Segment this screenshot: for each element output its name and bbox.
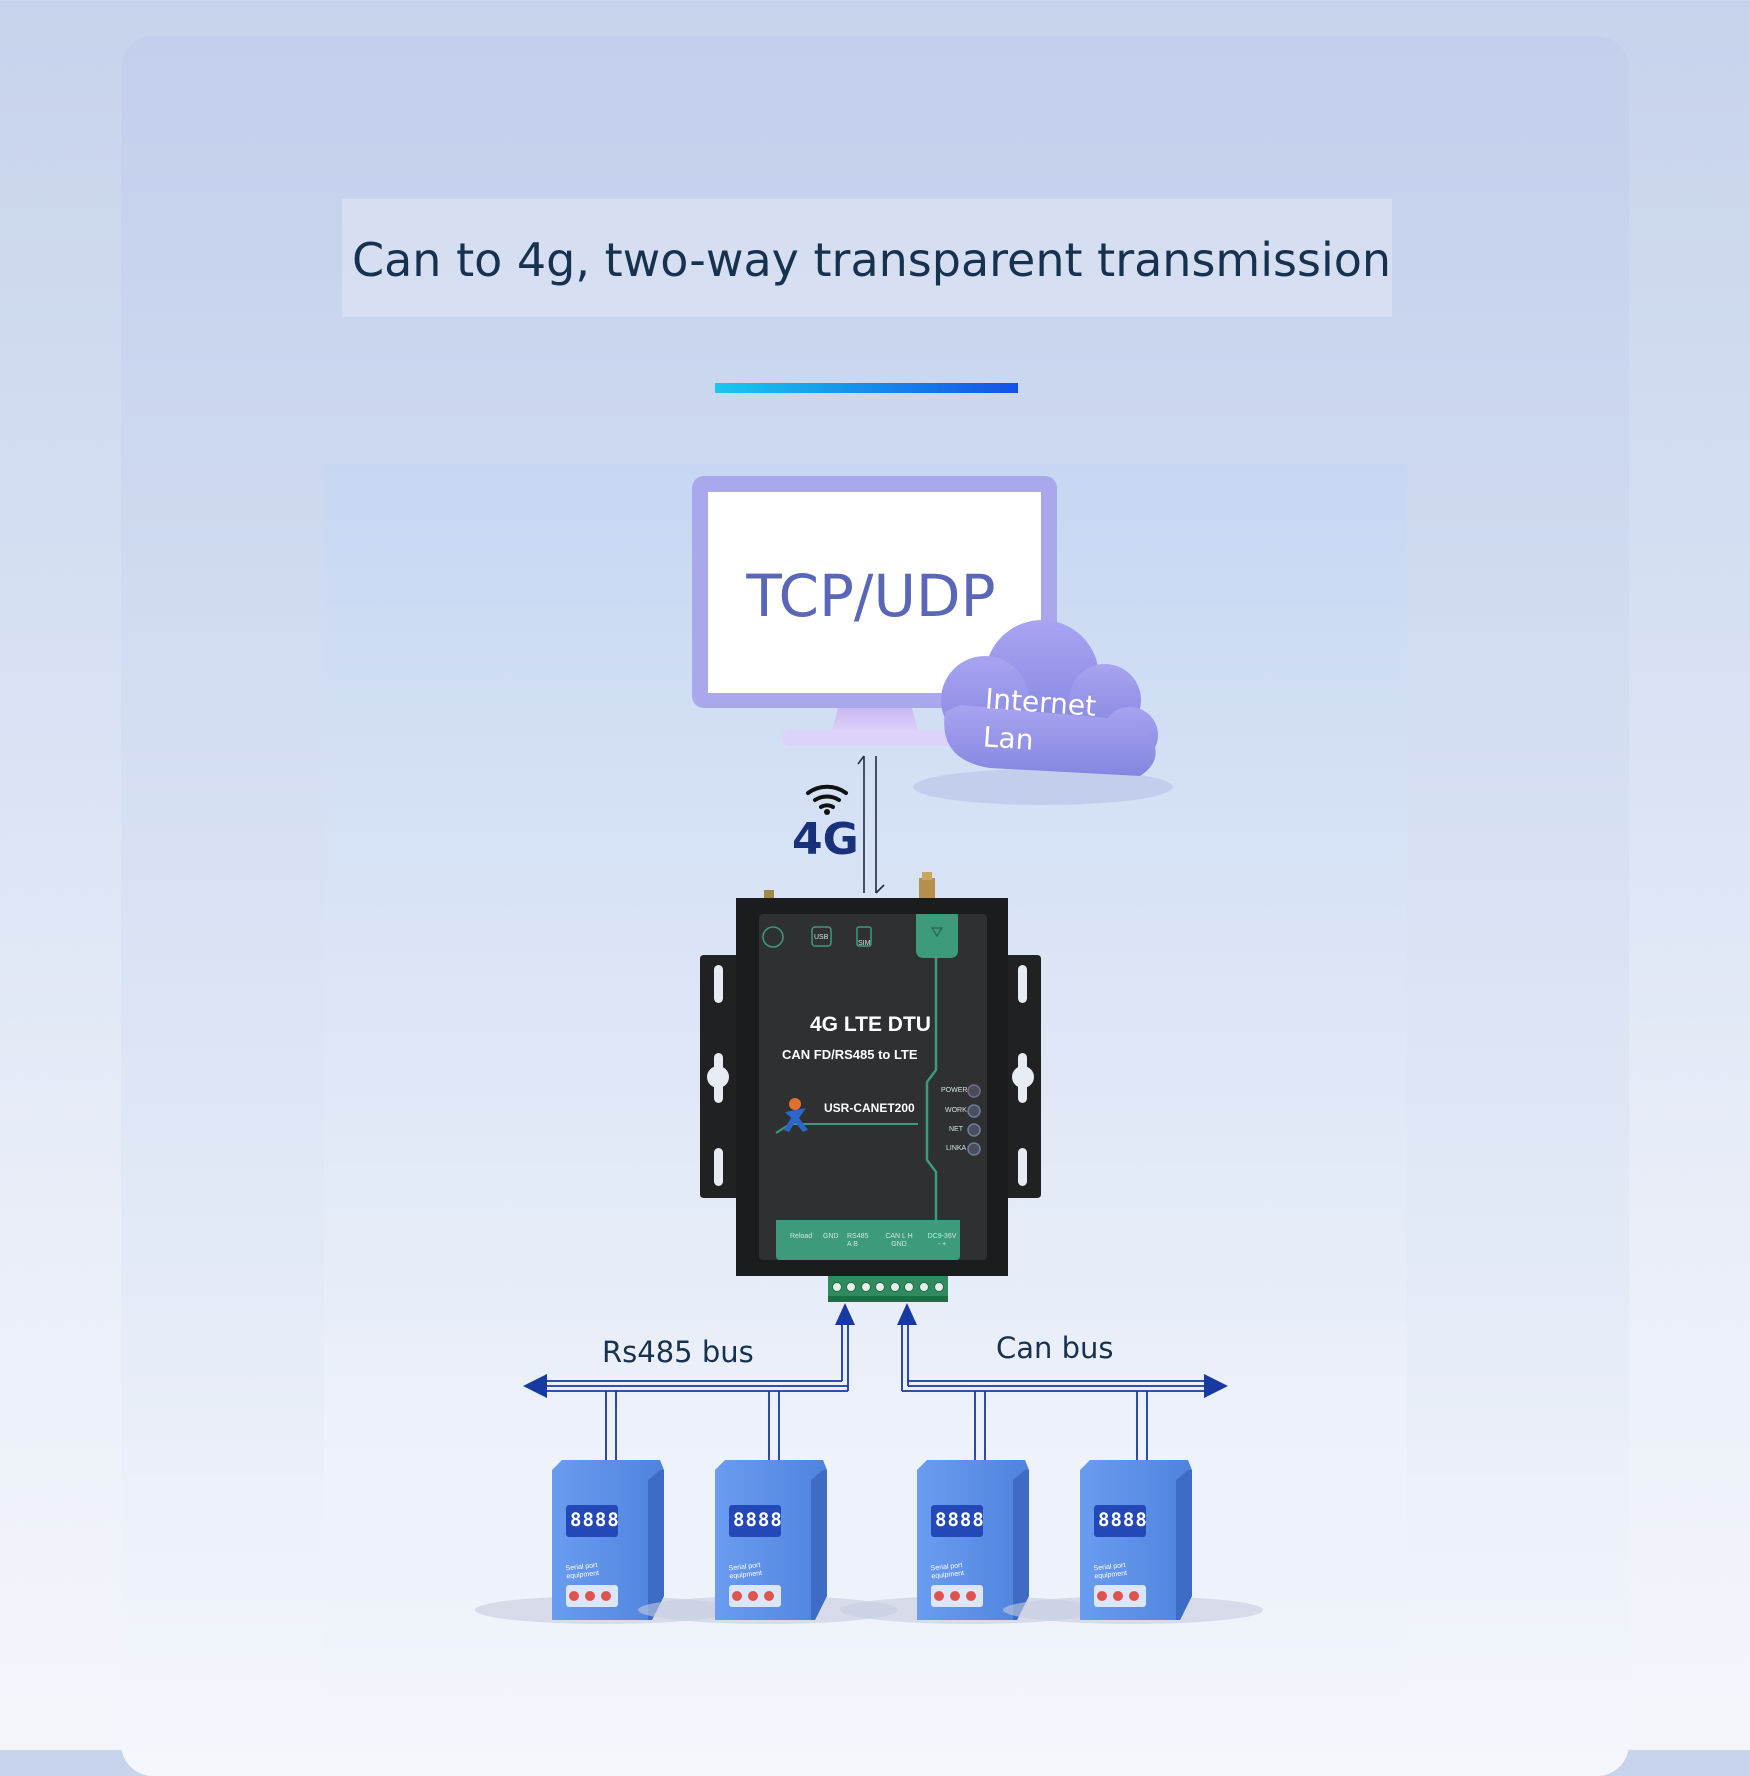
device-name: 4G LTE DTU xyxy=(810,1013,931,1036)
terminal-rs485: RS485 A B xyxy=(847,1233,869,1248)
accent-bar xyxy=(715,383,1018,393)
can-bus-lines xyxy=(901,1320,1210,1462)
meter-1-display: 8888 xyxy=(570,1509,620,1531)
rs485-bus-label: Rs485 bus xyxy=(602,1335,754,1369)
cloud-line-lan: Lan xyxy=(981,720,1035,757)
meter-device-2 xyxy=(638,1460,898,1624)
terminal-can: CAN L H GND xyxy=(885,1233,913,1248)
terminal-power: DC9-36V - + xyxy=(927,1233,957,1248)
top-port-usb: USB xyxy=(814,934,829,941)
meter-device-4 xyxy=(1003,1460,1263,1624)
terminal-screws xyxy=(832,1282,944,1292)
link-4g-label: 4G xyxy=(792,814,859,865)
cloud-icon xyxy=(913,620,1173,805)
can-bus-label: Can bus xyxy=(996,1331,1114,1365)
indicator-power: POWER xyxy=(941,1087,968,1094)
meter-4-display: 8888 xyxy=(1098,1509,1148,1531)
server-protocol: TCP/UDP xyxy=(746,562,996,630)
page-title: Can to 4g, two-way transparent transmiss… xyxy=(352,233,1392,287)
meter-device-1 xyxy=(475,1460,735,1624)
device-subtitle: CAN FD/RS485 to LTE xyxy=(782,1047,918,1062)
wifi-icon xyxy=(806,784,848,815)
dtu-device xyxy=(700,872,1041,1302)
meter-device-3 xyxy=(840,1460,1100,1624)
monitor-icon xyxy=(692,476,1057,746)
device-model: USR-CANET200 xyxy=(824,1101,915,1115)
terminal-gnd: GND xyxy=(823,1233,839,1240)
indicator-work: WORK xyxy=(945,1107,967,1114)
indicator-net: NET xyxy=(949,1126,963,1133)
terminal-reload: Reload xyxy=(790,1233,813,1240)
rs485-arrows xyxy=(523,1303,855,1398)
meter-2-display: 8888 xyxy=(733,1509,783,1531)
meter-3-display: 8888 xyxy=(935,1509,985,1531)
indicator-linka: LINKA xyxy=(946,1145,967,1152)
rs485-bus-lines xyxy=(540,1320,849,1462)
title-band xyxy=(342,199,1392,317)
top-port-sim: SIM xyxy=(858,940,871,947)
can-arrows xyxy=(897,1303,1228,1398)
uplink-lines xyxy=(857,755,885,894)
